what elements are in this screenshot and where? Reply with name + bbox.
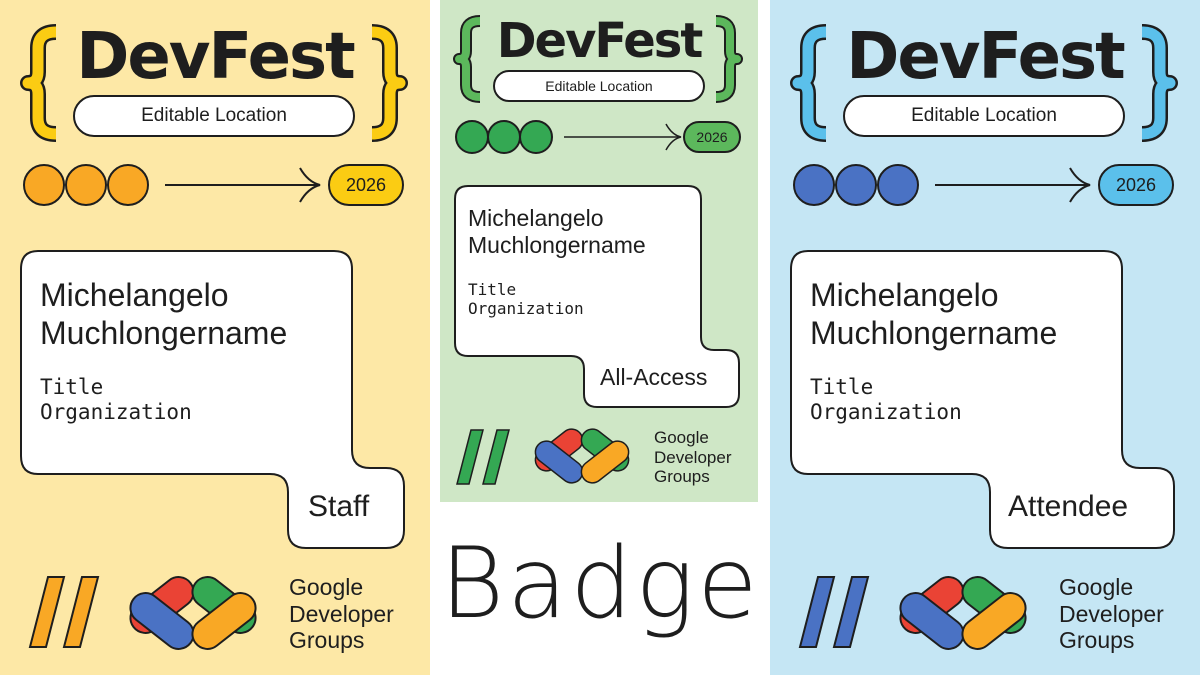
event-title: DevFest xyxy=(76,20,355,94)
role-label: Attendee xyxy=(1008,490,1129,523)
title-org: Title Organization xyxy=(468,280,584,319)
dots-arrow-graphic xyxy=(793,164,1091,206)
dots-arrow-graphic xyxy=(455,120,682,154)
attendee-name: Michelangelo Muchlongername xyxy=(468,205,646,259)
dots-arrow-graphic xyxy=(23,164,321,206)
left-brace-icon xyxy=(790,24,827,142)
right-brace-icon xyxy=(1141,24,1178,142)
role-label: Staff xyxy=(308,490,370,523)
badge-attendee: DevFest Editable Location 2026 Michelang… xyxy=(770,0,1200,675)
slash-icon xyxy=(798,576,870,648)
gdg-logo-icon xyxy=(899,576,1027,650)
title-org: Title Organization xyxy=(810,375,962,425)
name-card xyxy=(454,185,740,408)
left-brace-icon xyxy=(20,24,57,142)
location-field[interactable]: Editable Location xyxy=(843,95,1125,137)
slash-icon xyxy=(28,576,100,648)
right-brace-icon xyxy=(715,15,743,103)
role-label: All-Access xyxy=(600,364,708,390)
name-card xyxy=(20,250,405,549)
event-title: DevFest xyxy=(496,13,704,69)
title-org: Title Organization xyxy=(40,375,192,425)
event-title: DevFest xyxy=(846,20,1125,94)
name-card xyxy=(790,250,1175,549)
year-badge: 2026 xyxy=(683,121,741,153)
slash-icon xyxy=(456,429,510,485)
location-field[interactable]: Editable Location xyxy=(493,70,705,102)
badge-staff: DevFest Editable Location 2026 Michelang… xyxy=(0,0,430,675)
gdg-logo-icon xyxy=(534,428,630,484)
badge-all-access: DevFest Editable Location 2026 Michelang… xyxy=(440,0,758,502)
location-field[interactable]: Editable Location xyxy=(73,95,355,137)
gdg-logo-icon xyxy=(129,576,257,650)
gdg-wordmark: Google Developer Groups xyxy=(654,428,732,487)
right-brace-icon xyxy=(371,24,408,142)
gdg-wordmark: Google Developer Groups xyxy=(289,574,394,654)
left-brace-icon xyxy=(453,15,481,103)
attendee-name: Michelangelo Muchlongername xyxy=(40,277,288,351)
attendee-name: Michelangelo Muchlongername xyxy=(810,277,1058,351)
year-badge: 2026 xyxy=(1098,164,1174,206)
year-badge: 2026 xyxy=(328,164,404,206)
badge-caption: Badge xyxy=(440,527,761,641)
gdg-wordmark: Google Developer Groups xyxy=(1059,574,1164,654)
